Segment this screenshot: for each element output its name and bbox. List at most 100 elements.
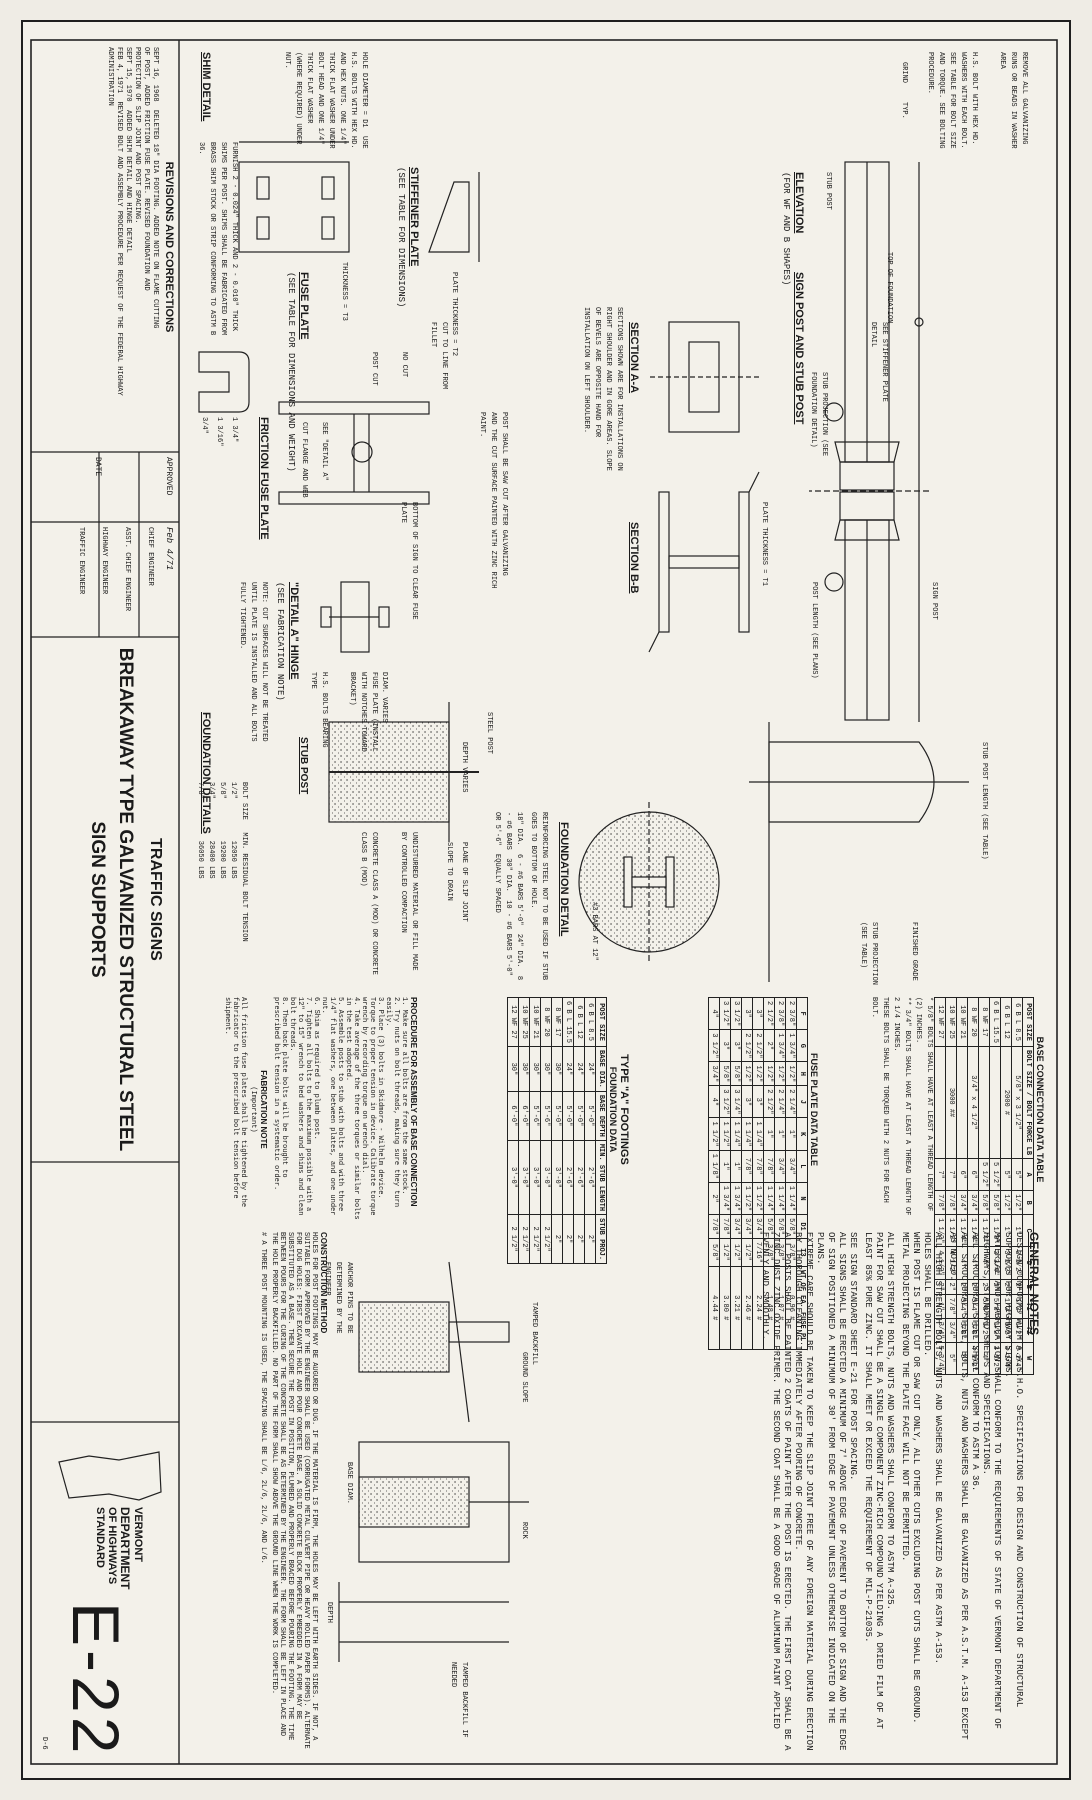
fuse-table-cell: 1 1/4" [774,1182,786,1215]
fuse-table-row: 3 1/2"3"5/8"3 1/2"1 1/2"1"1 3/4"7/8"1/2"… [719,997,731,1350]
foundation-table-header: POST SIZE [595,997,607,1047]
foundation-table-cell: 5'-0" [584,1091,596,1141]
base-table-cell: 5/8" x 3 1/2" [1011,1046,1023,1159]
foundation-table-cell: 8 WF 17 [551,997,563,1047]
sig-asst: ASST. CHIEF ENGINEER [123,527,131,612]
fuse-table-cell: 3 1/2" [719,1085,731,1118]
fuse-table-header: G [796,1029,808,1062]
shim-dim: 1 3/16" [215,417,223,447]
construction-footnote: # A THREE POST MOUNTING IS USED, THE SPA… [259,1232,267,1564]
bolt-tension-row: 5/8" 19200 LBS [218,782,226,879]
sheet-number: E-22 [59,1602,133,1758]
section-bb-label: SECTION B-B [628,522,640,594]
fuse-thickness-label: THICKNESS = T3 [340,262,348,321]
base-table-cell: 4" [967,1246,979,1280]
general-note: ALL HIGH STRENGTH BOLTS, NUTS AND WASHER… [885,1232,895,1611]
foundation-details-label: FOUNDATION DETAILS [200,712,212,834]
hs-bolt-note: H.S. BOLT WITH HEX HD. WASHERS WITH EACH… [926,52,978,153]
date-label: DATE [93,457,102,477]
base-table-cell: 1 1/4" [967,1214,979,1247]
base-table-cell: 5" [1011,1158,1023,1191]
concrete-label: CONCRETE CLASS A (MOD) OR CONCRETE CLASS… [359,832,378,980]
fuse-table-cell: 7/8" [763,1150,775,1183]
foundation-table-header: BASE DIA. [595,1046,607,1092]
shim-dim: 1 3/4" [230,417,238,443]
base-table-header: C [1022,1214,1034,1247]
stub-post-length-label: STUB POST LENGTH (SEE TABLE) [980,742,988,860]
base-table-header: B [1022,1190,1034,1215]
base-table-cell: 4" [978,1342,990,1375]
title-line3: SIGN SUPPORTS [87,821,108,978]
fuse-table-cell: 2 1/4" [774,1085,786,1118]
grind-label: GRIND [900,62,908,84]
foundation-table-cell: 2" [551,1214,563,1264]
shim-dim: 3/4" [200,417,208,434]
fuse-table-cell: 2 3/8" [785,997,797,1030]
fuse-table-cell: 7/8" [719,1214,731,1239]
base-table-cell: 3 1/4" [1000,1342,1012,1375]
detail-a-note: NOTE: CUT SURFACES WILL NOT BE TREATED U… [238,582,268,746]
foundation-detail-drawing [578,722,969,982]
base-table-cell: 5/8" [989,1190,1001,1215]
procedure-step: 8. Then back plate bolts will be brought… [272,997,288,1191]
fuse-table-cell: 1" [774,1117,786,1151]
foundation-table-cell: 5'-0" [551,1091,563,1141]
signature-block: Feb 4/71 CHIEF ENGINEER ASST. CHIEF ENGI… [75,527,174,632]
base-table-cell: 3/4" [967,1190,979,1215]
base-table-cell: 2" [945,1279,957,1295]
foundation-table-cell: 30" [551,1046,563,1092]
base-table-cell: 5/8" [978,1294,990,1319]
foundation-table-header: STUB PROJ. [595,1214,607,1264]
base-table-cell: 3/4" x 4 1/2" [967,1046,979,1159]
revision-item: OF POST, ADDED FRICTION FUSE PLATE. REVI… [142,47,150,291]
friction-fuse-drawing [278,401,430,505]
fuse-table-header: N [796,1182,808,1215]
fuse-table-cell: 1 1/2" [752,1182,764,1215]
fuse-table-cell: 3" [741,997,753,1030]
base-table-cell: 1/2" [1000,1190,1012,1215]
foundation-table-cell: 12 WF 27 [507,997,519,1047]
fuse-table-cell: 3/4" [730,1214,742,1239]
detail-a-sub-label: (SEE FABRICATION NOTE) [275,582,285,701]
fuse-table-cell: 1/2" [763,1061,775,1086]
see-detail-a-label: SEE "DETAIL A" [320,422,328,481]
fuse-table-cell: 1" [763,1117,775,1151]
fuse-table-header: H [796,1061,808,1086]
title-block: TRAFFIC SIGNS BREAKAWAY TYPE GALVANIZED … [86,642,164,1157]
foundation-table-cell: 5'-0" [562,1091,574,1141]
base-table-cell: 5/8" [989,1294,1001,1319]
base-table-cell: 10 WF 21 [956,997,968,1047]
fuse-table-cell: 4" [708,997,720,1030]
diam-varies-label: DIAM. VARIES [380,672,388,723]
fuse-table-cell: 5/8" [730,1061,742,1086]
base-table-cell: 1" [1000,1214,1012,1247]
bolt-tension-heading: MIN. RESIDUAL BOLT TENSION [240,832,248,942]
depth-label: DEPTH [325,1602,333,1624]
stub-projection-label: STUB PROJECTION (SEE TABLE) [859,922,878,990]
fuse-table-cell: 3 1/2" [719,997,731,1030]
base-table-cell: 2" [934,1279,946,1295]
foundation-table-cell: 2 1/2" [518,1214,530,1264]
foundation-table-cell: 2 1/2" [529,1214,541,1264]
stiffener-plate-label: STIFFENER PLATE [408,167,420,267]
base-table-cell: 3 1/4" [1011,1342,1023,1375]
no-cut-label: NO CUT [400,352,408,378]
agency-dept: DEPARTMENT [118,1507,132,1590]
fuse-table-cell: 0.96 # [785,1266,797,1350]
base-table-cell: 2" [1011,1279,1023,1295]
fuse-table-row: 3 1/2"3"5/8"3 1/4"1 1/4"1"1 3/4"3/4"1/2"… [730,997,742,1350]
base-table-cell: 8 WF 20 [967,997,979,1047]
base-table-cell: 6 B L 8.5 [1011,997,1023,1047]
general-note: ALL SIGNS SHALL BE ERECTED A MINIMUM OF … [815,1232,847,1756]
foundation-table-cell: 3'-0" [507,1140,519,1215]
base-table-cell: 2" [978,1279,990,1295]
foundation-table-cell: 24" [584,1046,596,1092]
foundation-table-cell: 2" [562,1214,574,1264]
